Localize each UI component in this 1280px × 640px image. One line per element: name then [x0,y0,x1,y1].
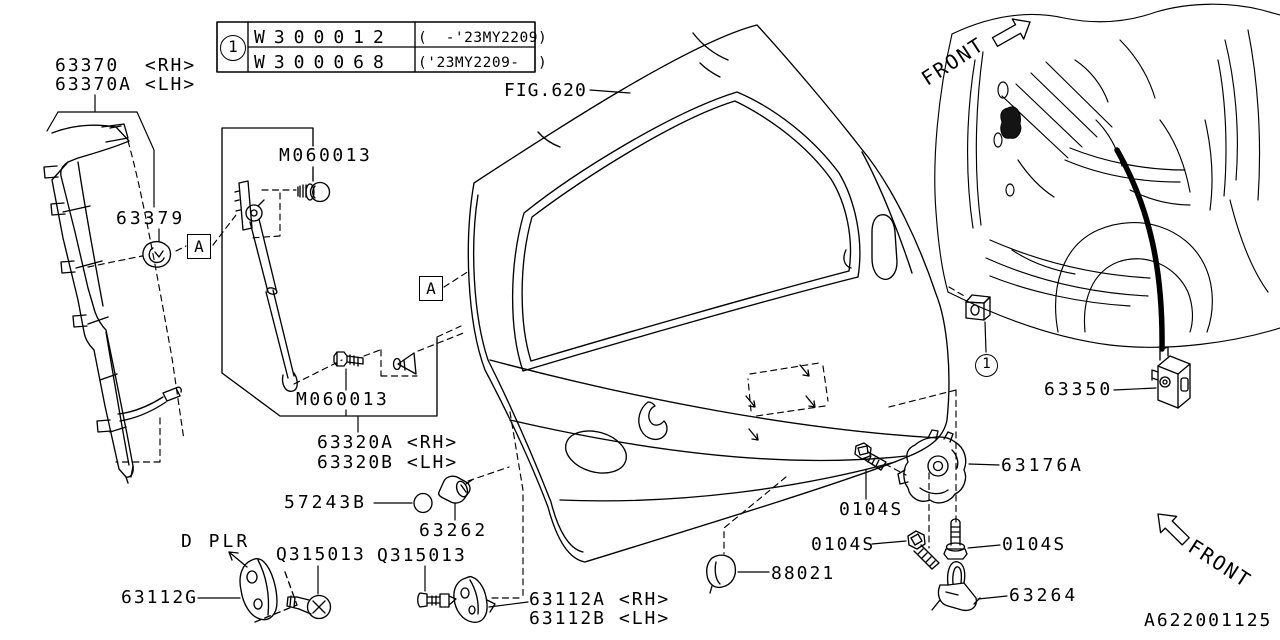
table-applicability-row1: ( -'23MY2209) [418,30,548,46]
bolt-0104s-flange-drawing [907,530,940,570]
label-63370a-lh: 63370A <LH> [55,74,197,95]
label-q315013-right: Q315013 [377,545,467,566]
grommet-57243b-drawing [413,492,433,514]
note-marker-circle-1: 1 [975,354,998,377]
note-table-lines [216,21,536,73]
label-d-plr: D PLR [181,531,251,552]
dashed-reference-lines [87,140,967,599]
front-arrow-top-icon [991,18,1031,47]
latch-63176a-drawing [897,429,967,504]
screw-q315013-right-drawing [417,592,457,608]
label-63112a-rh: 63112A <RH> [529,589,671,610]
strut-assembly-drawing [221,127,438,417]
label-0104s-c: 0104S [1002,534,1067,555]
stud-0104s-drawing [943,518,968,560]
label-63262: 63262 [419,520,489,541]
label-63264: 63264 [1009,585,1079,606]
trim-strip-drawing [43,123,182,484]
table-part-no-row2: W300068 [254,52,393,73]
label-63379: 63379 [116,208,186,229]
label-drawing-number: A622001125 [1144,610,1273,631]
screw-q315013-left-drawing [286,594,332,620]
label-q315013-left: Q315013 [276,544,366,565]
grommet-63379-drawing [142,241,172,268]
label-63370-rh: 63370 <RH> [55,55,197,76]
label-m060013-lower: M060013 [296,389,390,410]
plug-88021-drawing [706,554,737,594]
table-applicability-row2: ('23MY2209- ) [418,55,548,71]
striker-63264-drawing [931,561,981,612]
label-63350: 63350 [1044,379,1114,400]
front-arrow-bottom-icon [1157,513,1190,546]
hinge-63112g-drawing [228,551,298,623]
label-57243b: 57243B [284,492,368,513]
hinge-63112a-drawing [453,575,496,623]
damper-63262-drawing [437,475,473,504]
table-part-no-row1: W300012 [254,27,393,48]
label-0104s-a: 0104S [839,499,904,520]
label-63320b-lh: 63320B <LH> [317,452,459,473]
body-cutaway-drawing [934,3,1280,352]
clip-square-drawing [965,294,991,321]
label-63320a-rh: 63320A <RH> [317,432,459,453]
label-m060013-upper: M060013 [279,145,373,166]
label-63176a: 63176A [1001,455,1085,476]
detail-marker-a-right: A [419,276,443,301]
label-88021: 88021 [771,563,836,584]
label-0104s-b: 0104S [811,534,876,555]
detail-marker-a-left: A [187,234,211,259]
label-63112g: 63112G [121,587,199,608]
leader-lines [46,89,1157,608]
tailgate-panel-drawing [467,24,950,563]
bolt-0104s-upper-drawing [854,442,887,471]
label-fig620: FIG.620 [504,80,587,101]
table-marker-circle-1: 1 [220,35,246,61]
label-63112b-lh: 63112B <LH> [529,608,671,629]
lock-63350-drawing [1151,346,1191,409]
